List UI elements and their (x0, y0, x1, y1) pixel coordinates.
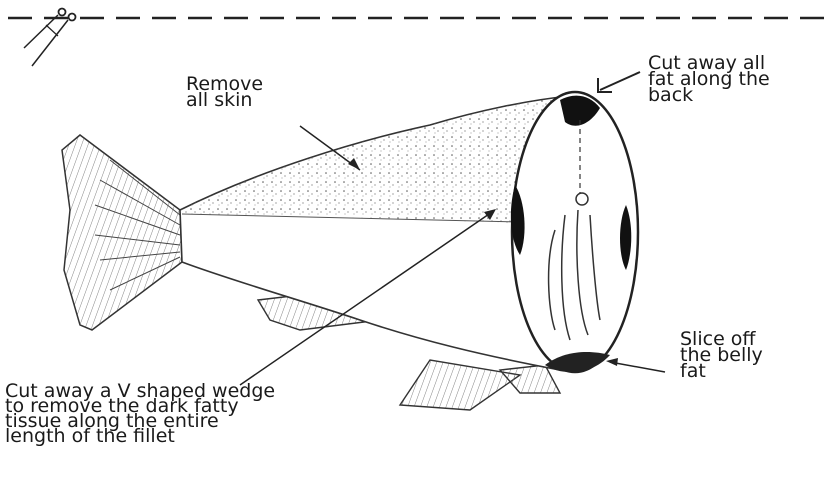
cross-section (511, 92, 638, 372)
arrow-belly-fat (606, 358, 665, 372)
label-belly-fat: Slice off the belly fat (680, 331, 763, 379)
label-back-fat: Cut away all fat along the back (648, 55, 770, 103)
label-v-wedge: Cut away a V shaped wedge to remove the … (5, 384, 275, 444)
arrow-back-fat (598, 72, 640, 92)
tail-fin (62, 135, 182, 330)
anal-fin (400, 360, 560, 410)
label-remove-skin: Remove all skin (186, 76, 263, 108)
